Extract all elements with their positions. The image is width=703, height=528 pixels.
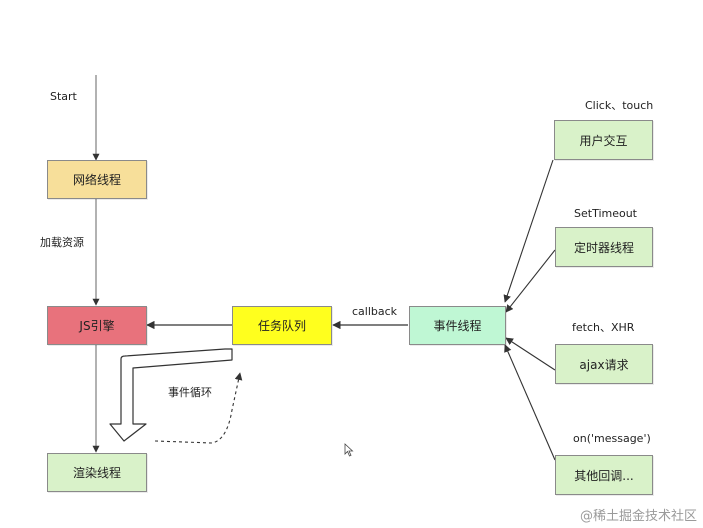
event-thread-box: 事件线程	[409, 306, 506, 345]
arrow-timer-to-event	[505, 249, 556, 313]
load-resource-label: 加载资源	[40, 236, 84, 249]
ajax-request-box: ajax请求	[555, 344, 653, 384]
start-label: Start	[50, 90, 77, 103]
event-loop-hollow-arrow	[109, 348, 233, 442]
event-loop-label: 事件循环	[168, 386, 212, 399]
watermark: @稀土掘金技术社区	[579, 509, 697, 524]
arrow-ajax-to-event	[505, 337, 556, 371]
other-callbacks-box: 其他回调...	[555, 455, 653, 495]
timer-thread-box: 定时器线程	[555, 227, 653, 267]
network-thread-box: 网络线程	[47, 160, 147, 199]
arrow-other-to-event	[504, 344, 556, 461]
mouse-cursor-icon	[344, 443, 354, 457]
task-queue-box: 任务队列	[232, 306, 332, 345]
set-timeout-label: SetTimeout	[574, 207, 637, 220]
user-interaction-box: 用户交互	[554, 120, 653, 160]
arrow-user-to-event	[503, 159, 554, 303]
callback-label: callback	[352, 305, 398, 318]
fetch-xhr-label: fetch、XHR	[572, 321, 635, 334]
on-message-label: on('message')	[573, 432, 651, 445]
event-loop-dashed-arrow	[154, 372, 243, 444]
click-touch-label: Click、touch	[585, 99, 654, 112]
render-thread-box: 渲染线程	[47, 453, 147, 492]
js-engine-box: JS引擎	[47, 306, 147, 345]
